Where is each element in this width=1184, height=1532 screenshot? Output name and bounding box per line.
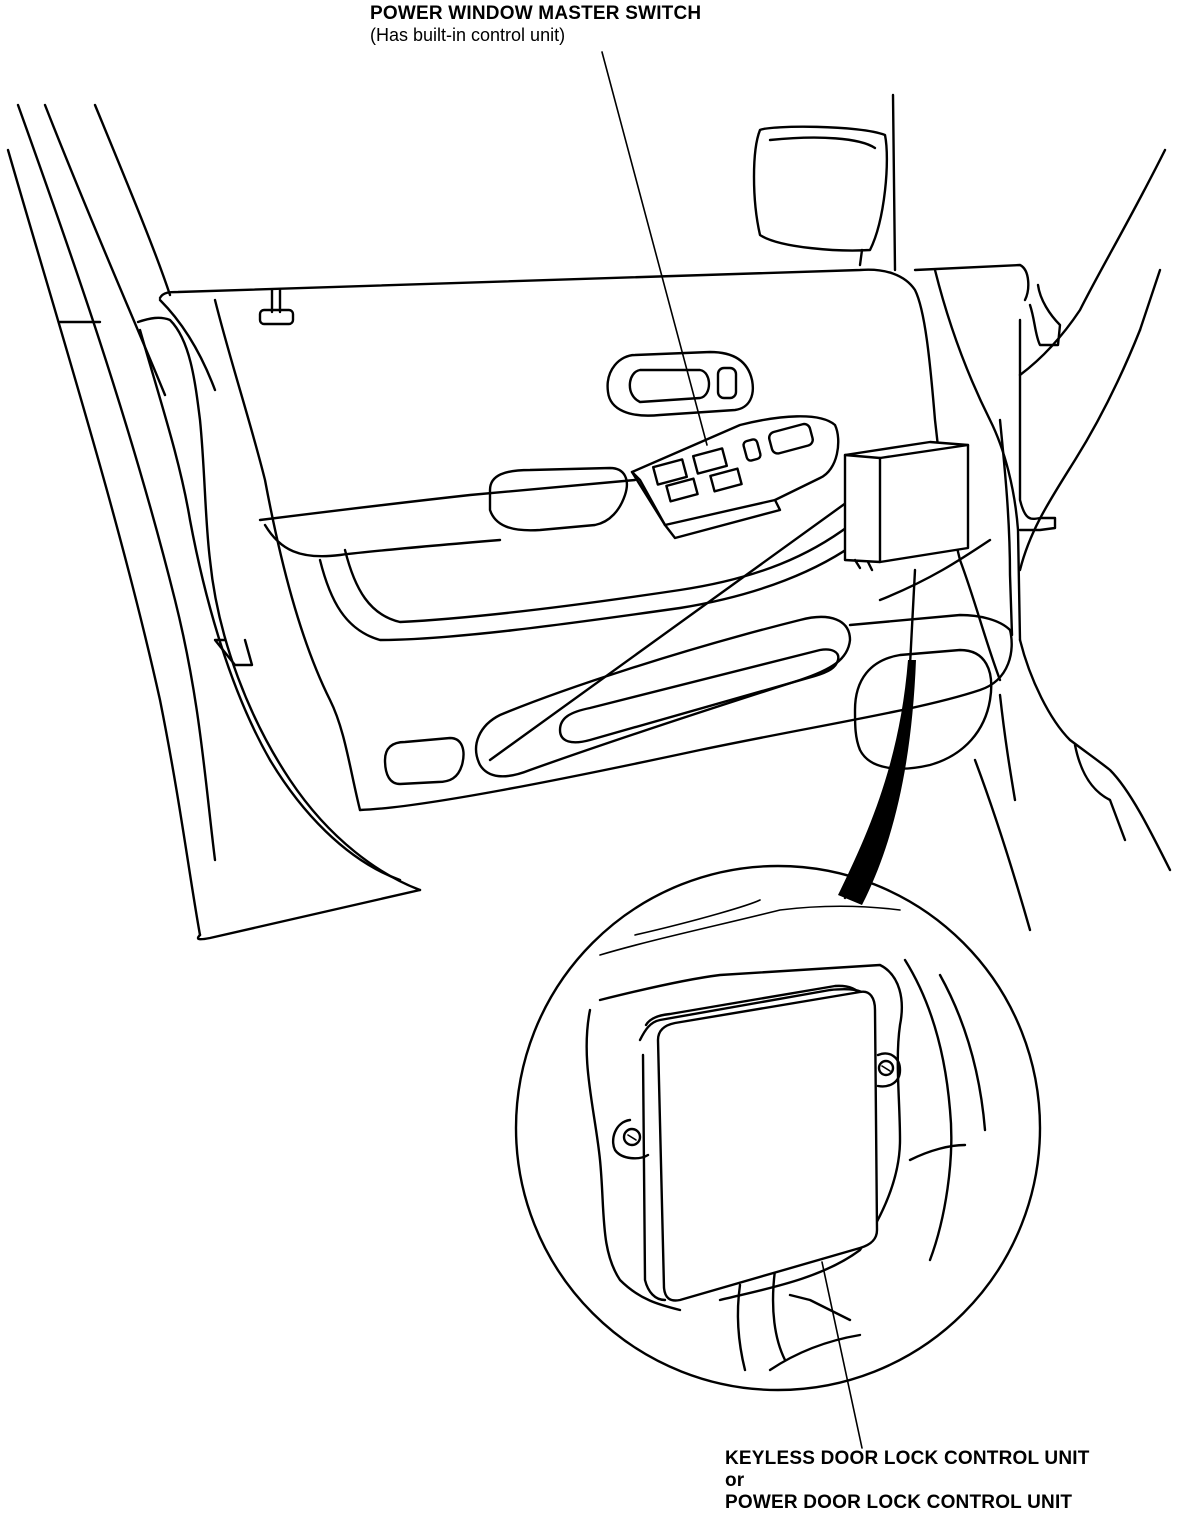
side-mirror	[752, 125, 889, 267]
door-control-unit-box	[843, 440, 970, 572]
armrest	[258, 466, 862, 642]
body-frame-right	[891, 93, 1172, 932]
master-switch-callout: POWER WINDOW MASTER SWITCH (Has built-in…	[370, 3, 701, 46]
zoomed-control-unit	[611, 984, 902, 1302]
zoom-leader-wedge	[838, 660, 916, 905]
master-switch-note: (Has built-in control unit)	[370, 24, 566, 45]
master-switch-title: POWER WINDOW MASTER SWITCH	[370, 3, 702, 24]
inner-door-handle	[606, 350, 754, 417]
lock-knob	[258, 288, 295, 326]
magnified-detail-circle	[514, 864, 1042, 1392]
control-unit-line2: or	[725, 1469, 745, 1491]
master-switch-leader	[601, 51, 708, 446]
control-unit-callout: KEYLESS DOOR LOCK CONTROL UNIT or POWER …	[725, 1448, 1090, 1514]
power-window-master-switch	[630, 415, 840, 540]
door-trim-lower	[358, 498, 1017, 812]
front-pillar	[6, 103, 217, 937]
control-unit-leader	[821, 1261, 863, 1449]
control-unit-line3: POWER DOOR LOCK CONTROL UNIT	[725, 1491, 1073, 1513]
control-unit-line1: KEYLESS DOOR LOCK CONTROL UNIT	[725, 1448, 1090, 1469]
door-shell	[136, 268, 962, 941]
